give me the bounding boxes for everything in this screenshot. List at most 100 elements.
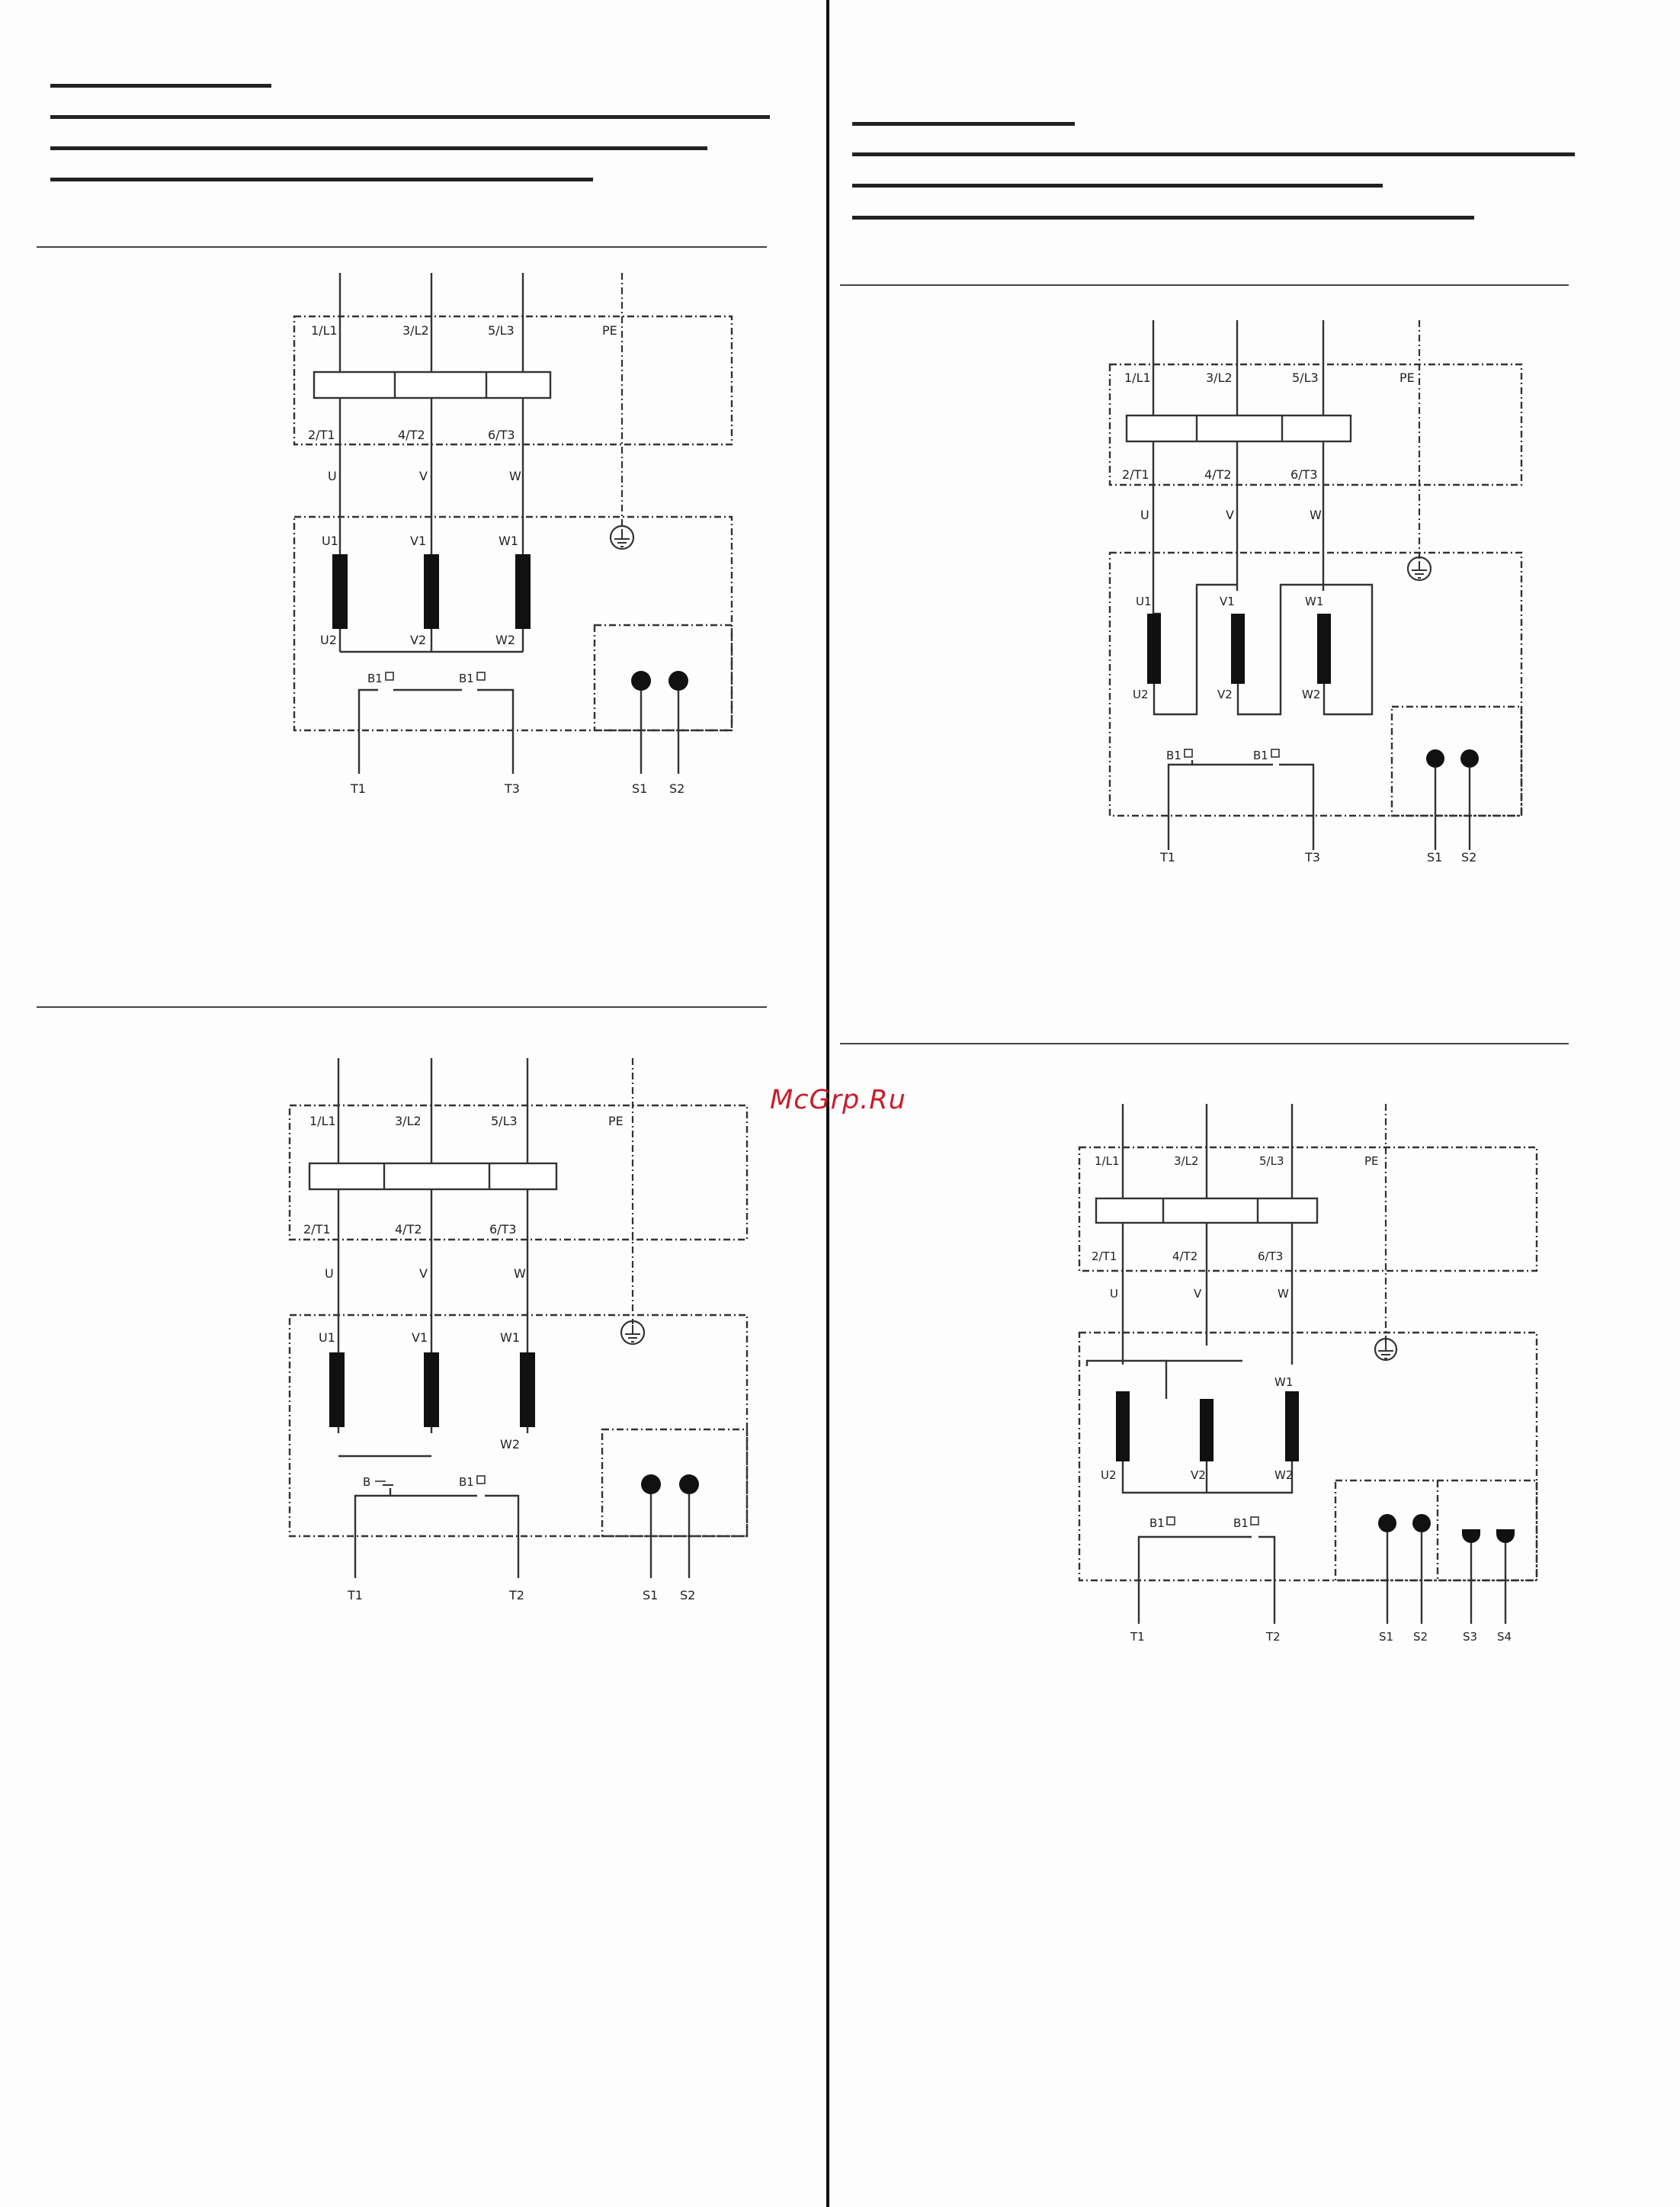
thermal-switch-circuit [1167, 760, 1194, 850]
winding-label: V2 [410, 633, 426, 647]
terminal-label: 5/L3 [1292, 371, 1319, 385]
contactor-block [1095, 1197, 1319, 1224]
text-line-bar [50, 146, 707, 150]
motor-winding-u [1116, 1391, 1130, 1461]
terminal-box [1334, 1479, 1538, 1582]
output-label: S2 [1461, 850, 1476, 865]
terminal-label: 2/T1 [303, 1222, 331, 1237]
terminal-label: U [1140, 508, 1149, 522]
terminal-label: V [419, 1266, 428, 1281]
output-label: S3 [1463, 1630, 1477, 1644]
terminal-label: 1/L1 [1124, 371, 1151, 385]
terminal-label: 3/L2 [1174, 1154, 1199, 1168]
motor-winding-v [424, 1352, 439, 1427]
motor-box [288, 1314, 749, 1538]
connector-s3 [1462, 1529, 1480, 1543]
terminal-label: PE [608, 1114, 624, 1128]
terminal-label: PE [602, 323, 617, 338]
terminal-box [601, 1428, 749, 1538]
terminal-label: 1/L1 [309, 1114, 336, 1128]
terminal-label: 5/L3 [491, 1114, 518, 1128]
wiring-diagram-1: 1/L1 3/L2 5/L3 PE 2/T1 4/T2 6/T3 U V W U… [293, 273, 733, 796]
output-label: T1 [1130, 1630, 1145, 1644]
thermal-switch-circuit [357, 688, 378, 774]
terminal-label: 2/T1 [1092, 1249, 1117, 1263]
output-label: S2 [669, 781, 685, 796]
column-divider [826, 0, 829, 2207]
winding-label: W1 [1305, 595, 1323, 608]
output-label: T1 [350, 781, 366, 796]
motor-winding-w [515, 554, 531, 629]
terminal-label: W [1278, 1287, 1289, 1301]
terminal-label: 4/T2 [395, 1222, 422, 1237]
contactor-block [313, 371, 552, 399]
terminal-label: W [1310, 508, 1322, 522]
wiring-diagram-4: 1/L1 3/L2 5/L3 PE 2/T1 4/T2 6/T3 U V W W… [1078, 1104, 1538, 1644]
output-label: S1 [632, 781, 647, 796]
terminal-label: 3/L2 [1206, 371, 1233, 385]
winding-label: V2 [1217, 688, 1233, 701]
terminal-label: 1/L1 [311, 323, 338, 338]
winding-label: U2 [320, 633, 337, 647]
sensor-label: B1 [1233, 1516, 1249, 1530]
text-line-bar [50, 115, 770, 119]
terminal-box [593, 624, 733, 732]
terminal-label: V [1194, 1287, 1202, 1301]
motor-winding-u [1147, 614, 1161, 684]
text-line-bar [852, 216, 1474, 220]
thermal-switch-circuit [354, 1488, 392, 1578]
terminal-label: 1/L1 [1095, 1154, 1120, 1168]
winding-label: V1 [410, 534, 426, 548]
sensor-label: B [363, 1475, 370, 1489]
delta-connection [1085, 1359, 1168, 1399]
terminal-label: 2/T1 [1122, 467, 1149, 482]
output-label: S1 [1427, 850, 1442, 865]
terminal-label: V [1226, 508, 1234, 522]
winding-label: W2 [1302, 688, 1320, 701]
sensor-label: B1 [367, 672, 383, 685]
connector-s1 [641, 1474, 661, 1494]
terminal-label: U [328, 469, 337, 483]
sensor-label: B1 [1149, 1516, 1165, 1530]
output-label: T3 [504, 781, 520, 796]
connector-s2 [679, 1474, 699, 1494]
terminal-label: W [509, 469, 521, 483]
winding-label: W1 [499, 534, 518, 548]
connector-s2 [1460, 749, 1479, 768]
terminal-label: 6/T3 [1290, 467, 1318, 482]
terminal-label: U [325, 1266, 334, 1281]
motor-box [1078, 1331, 1538, 1582]
thermal-switch-circuit [1137, 1535, 1175, 1624]
terminal-label: 4/T2 [398, 428, 425, 442]
output-label: T2 [1265, 1630, 1281, 1644]
output-label: T1 [347, 1588, 363, 1602]
section-heading-bar [50, 84, 271, 88]
text-line-bar [50, 178, 593, 181]
delta-connection [1152, 591, 1161, 615]
output-label: T3 [1304, 850, 1320, 865]
sensor-label: B1 [459, 1475, 474, 1489]
motor-winding-v [1231, 614, 1245, 684]
contactor-box [288, 1104, 749, 1241]
ground-icon [609, 524, 635, 550]
contactor-block [308, 1162, 558, 1191]
terminal-label: PE [1399, 371, 1415, 385]
winding-label: W1 [1274, 1375, 1293, 1389]
terminal-label: 6/T3 [489, 1222, 517, 1237]
sensor-label: B1 [459, 672, 474, 685]
terminal-label: W [514, 1266, 526, 1281]
terminal-label: 5/L3 [1259, 1154, 1284, 1168]
terminal-label: 3/L2 [395, 1114, 422, 1128]
connector-s2 [668, 671, 688, 691]
terminal-label: 3/L2 [402, 323, 429, 338]
section-rule [37, 246, 767, 248]
winding-label: V1 [412, 1330, 428, 1345]
output-label: S1 [643, 1588, 658, 1602]
output-label: S1 [1379, 1630, 1393, 1644]
winding-label: U1 [319, 1330, 335, 1345]
connector-s1 [631, 671, 651, 691]
motor-winding-v [424, 554, 439, 629]
winding-label: U2 [1133, 688, 1149, 701]
winding-label: U1 [1136, 595, 1152, 608]
